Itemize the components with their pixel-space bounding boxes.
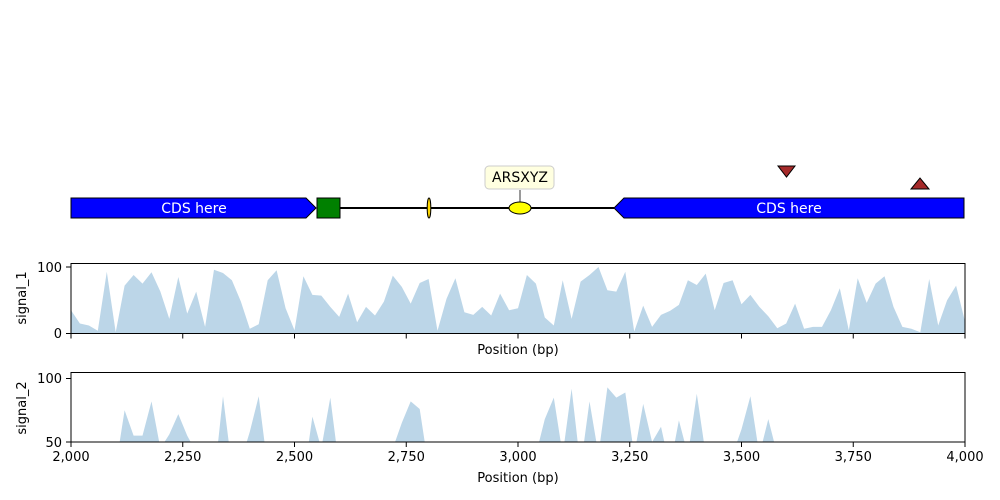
signal-1-xticks xyxy=(70,333,966,339)
feature-track: CDS here ARSXYZ CDS here xyxy=(70,165,965,219)
xtick-label: 3,250 xyxy=(611,450,648,465)
signal-2-panel: 50 100 signal_2 2,000 2,250 2,500 2,750 3,00… xyxy=(15,372,984,486)
cds-feature-left[interactable] xyxy=(70,197,317,219)
xtick-label: 2,500 xyxy=(276,450,313,465)
signal-2-axes-frame xyxy=(70,372,966,443)
annotation-label: ARSXYZ xyxy=(492,170,548,186)
xtick-label: 3,750 xyxy=(835,450,872,465)
signal-1-ylabel: signal_1 xyxy=(15,271,30,324)
triangle-down-marker[interactable] xyxy=(776,165,797,178)
signal-2-xlabel: Position (bp) xyxy=(477,471,558,486)
signal-1-xlabel: Position (bp) xyxy=(477,343,558,358)
xtick-label: 2,250 xyxy=(164,450,201,465)
signal-2-xticks: 2,000 2,250 2,500 2,750 3,000 3,250 3,500 3,750… xyxy=(52,442,984,465)
xtick-label: 3,000 xyxy=(499,450,536,465)
ytick-label-100: 100 xyxy=(37,261,62,276)
annotation-box xyxy=(484,165,555,190)
thin-marker-feature[interactable] xyxy=(426,197,432,219)
signal-1-panel: 0 100 signal_1 Position (bp) xyxy=(15,261,966,358)
signal-2-area xyxy=(71,387,965,442)
triangle-up-marker[interactable] xyxy=(909,177,931,190)
green-box-feature[interactable] xyxy=(316,197,341,219)
xtick-label: 3,500 xyxy=(723,450,760,465)
ytick-label-0: 0 xyxy=(54,327,62,342)
cds-feature-right[interactable] xyxy=(613,197,965,219)
xtick-label: 4,000 xyxy=(946,450,983,465)
xtick-label: 2,000 xyxy=(52,450,89,465)
ytick-label-50: 50 xyxy=(45,436,62,451)
cds-label-left: CDS here xyxy=(161,201,226,217)
xtick-label: 2,750 xyxy=(388,450,425,465)
signal-2-ylabel: signal_2 xyxy=(15,381,30,434)
ytick-label-100: 100 xyxy=(37,372,62,387)
cds-label-right: CDS here xyxy=(756,201,821,217)
yellow-ellipse-feature[interactable] xyxy=(508,201,532,215)
signal-1-area xyxy=(71,267,965,334)
